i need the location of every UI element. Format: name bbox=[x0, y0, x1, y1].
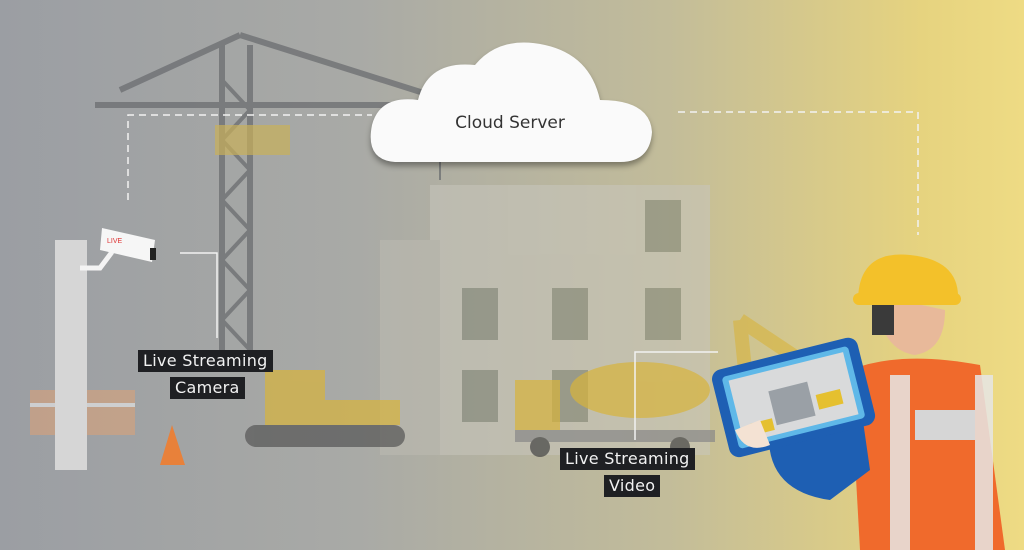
crane-cab bbox=[215, 125, 290, 155]
video-label-line1: Live Streaming bbox=[560, 448, 695, 470]
video-label-line2: Video bbox=[604, 475, 661, 497]
worker-hand bbox=[735, 420, 770, 448]
worker bbox=[768, 254, 1005, 550]
cloud-icon bbox=[370, 42, 652, 162]
cloud-server-label: Cloud Server bbox=[455, 113, 565, 133]
live-badge: LIVE bbox=[107, 238, 123, 245]
camera-label-line2: Camera bbox=[170, 377, 245, 399]
connector-lines bbox=[127, 111, 919, 440]
excavator bbox=[245, 370, 405, 447]
camera-pole bbox=[55, 240, 87, 470]
traffic-cone bbox=[160, 425, 185, 465]
building bbox=[380, 185, 710, 455]
camera-label-line1: Live Streaming bbox=[138, 350, 273, 372]
cctv-camera-icon: LIVE bbox=[80, 228, 156, 271]
mixer-truck bbox=[515, 362, 715, 457]
